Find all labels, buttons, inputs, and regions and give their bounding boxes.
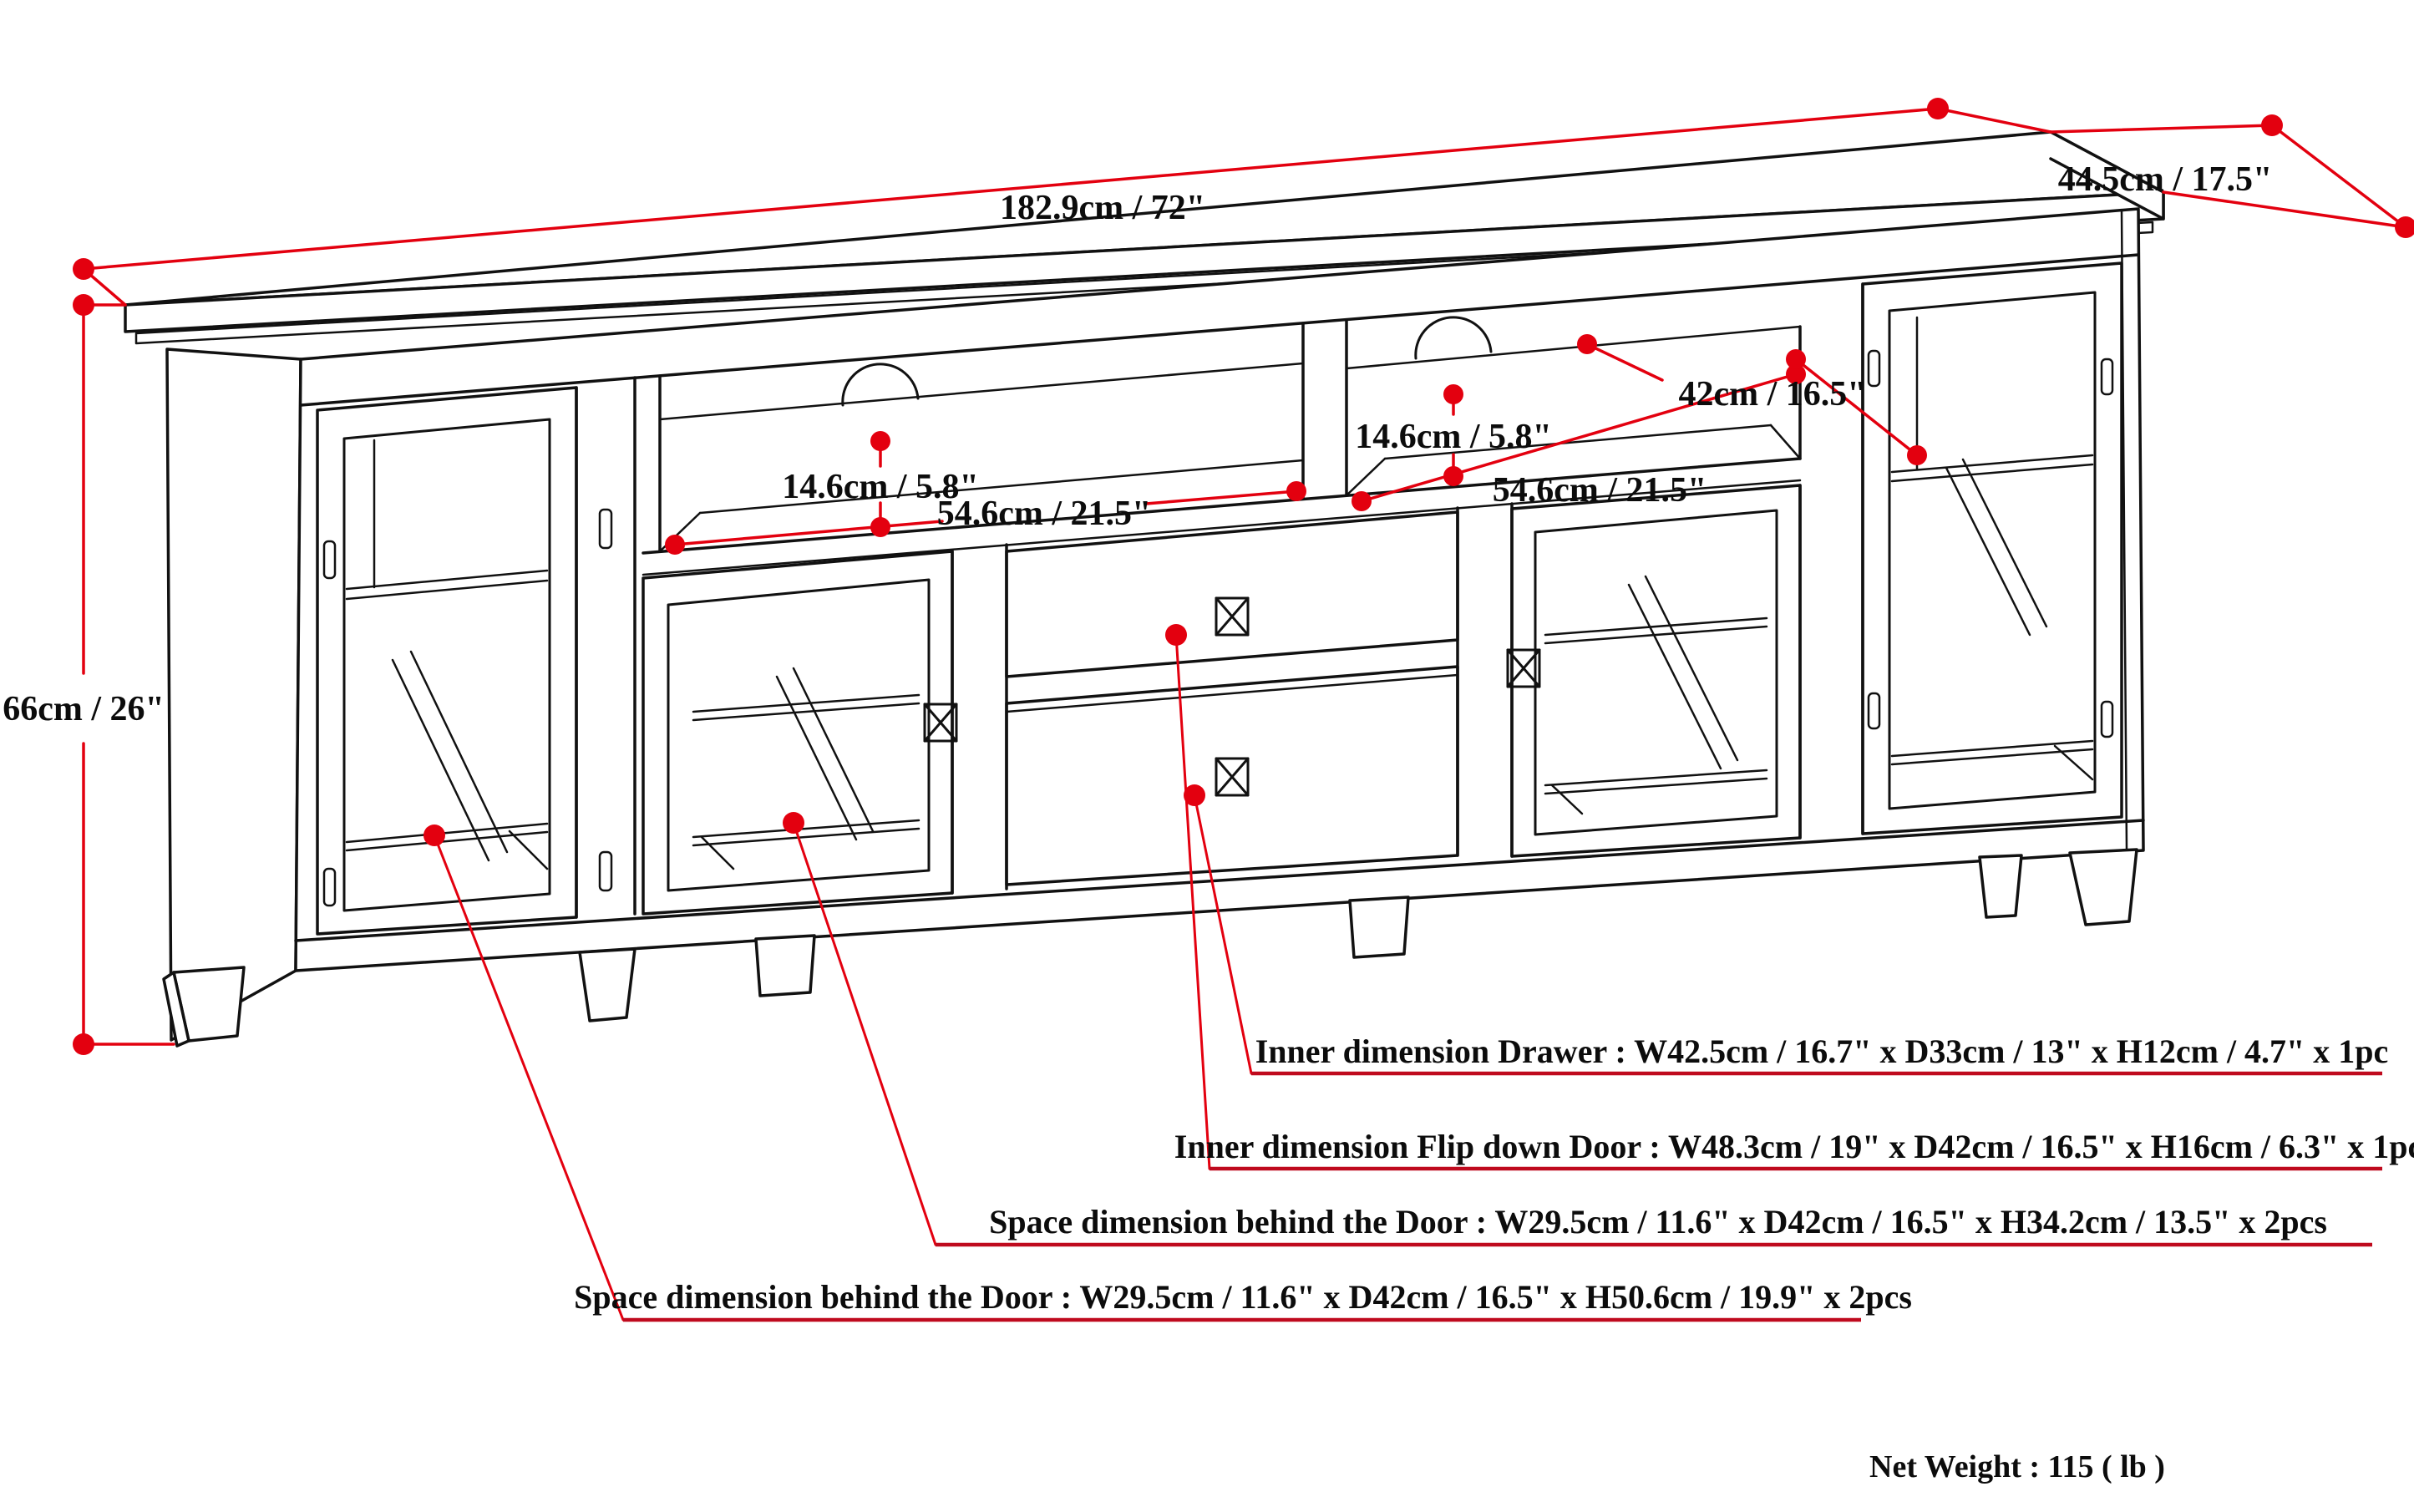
label-depth: 44.5cm / 17.5": [2058, 160, 2273, 199]
dimension-lines: [73, 98, 2414, 1322]
knob-x-icon: [1215, 596, 1250, 637]
knob-x-icon: [1506, 648, 1541, 688]
annotation-space-middle-door: Space dimension behind the Door : W29.5c…: [989, 1203, 2327, 1241]
glass-reflection-icon: [1627, 575, 1739, 770]
cable-hole-left: [841, 363, 920, 407]
hinge-stile-left: [575, 376, 636, 919]
glass-reflection-icon: [391, 650, 509, 862]
open-shelf-right-bay: [1345, 316, 1802, 497]
dim-depth: [2049, 124, 2407, 229]
annotation-underlines: [623, 1071, 2382, 1322]
hinge-icon: [2100, 700, 2114, 738]
annotation-flip-door: Inner dimension Flip down Door : W48.3cm…: [1174, 1128, 2414, 1165]
hinge-icon: [322, 867, 337, 907]
knob-x-icon: [1215, 757, 1250, 797]
annotation-drawer: Inner dimension Drawer : W42.5cm / 16.7"…: [1255, 1033, 2389, 1070]
glass-door-far-right: [1861, 261, 2123, 835]
dimension-dots: [73, 98, 2414, 1055]
open-shelf-divider: [1301, 318, 1348, 500]
glass-reflection-icon: [1945, 458, 2048, 637]
dim-height: [82, 303, 175, 1046]
label-height: 66cm / 26": [3, 690, 165, 728]
hinge-icon: [1867, 349, 1881, 388]
cable-hole-right: [1414, 316, 1493, 360]
dim-left-opening: [673, 439, 1298, 546]
net-weight-label: Net Weight : 115 ( lb ): [1869, 1449, 2165, 1484]
cabinet-body: [165, 207, 2145, 1042]
label-opening-depth: 42cm / 16.5": [1678, 375, 1866, 414]
label-width: 182.9cm / 72": [1000, 189, 1205, 227]
annotation-space-end-door: Space dimension behind the Door : W29.5c…: [574, 1278, 1912, 1316]
label-opening-width-left: 54.6cm / 21.5": [937, 495, 1152, 533]
hinge-icon: [1867, 692, 1881, 730]
hinge-icon: [598, 850, 613, 892]
annotation-leaders: [433, 633, 1253, 1322]
label-opening-height-right: 14.6cm / 5.8": [1355, 418, 1552, 456]
glass-reflection-icon: [775, 667, 875, 841]
open-shelf-left-bay: [658, 362, 1305, 553]
tv-stand-drawing: [124, 130, 2165, 1048]
hinge-icon: [2100, 358, 2114, 396]
hinge-icon: [322, 540, 337, 580]
legs: [162, 848, 2138, 1048]
label-opening-height-left: 14.6cm / 5.8": [782, 468, 979, 506]
dim-shelf-depth: [1585, 342, 1919, 457]
label-opening-width-right: 54.6cm / 21.5": [1493, 471, 1707, 510]
hinge-icon: [598, 508, 613, 550]
